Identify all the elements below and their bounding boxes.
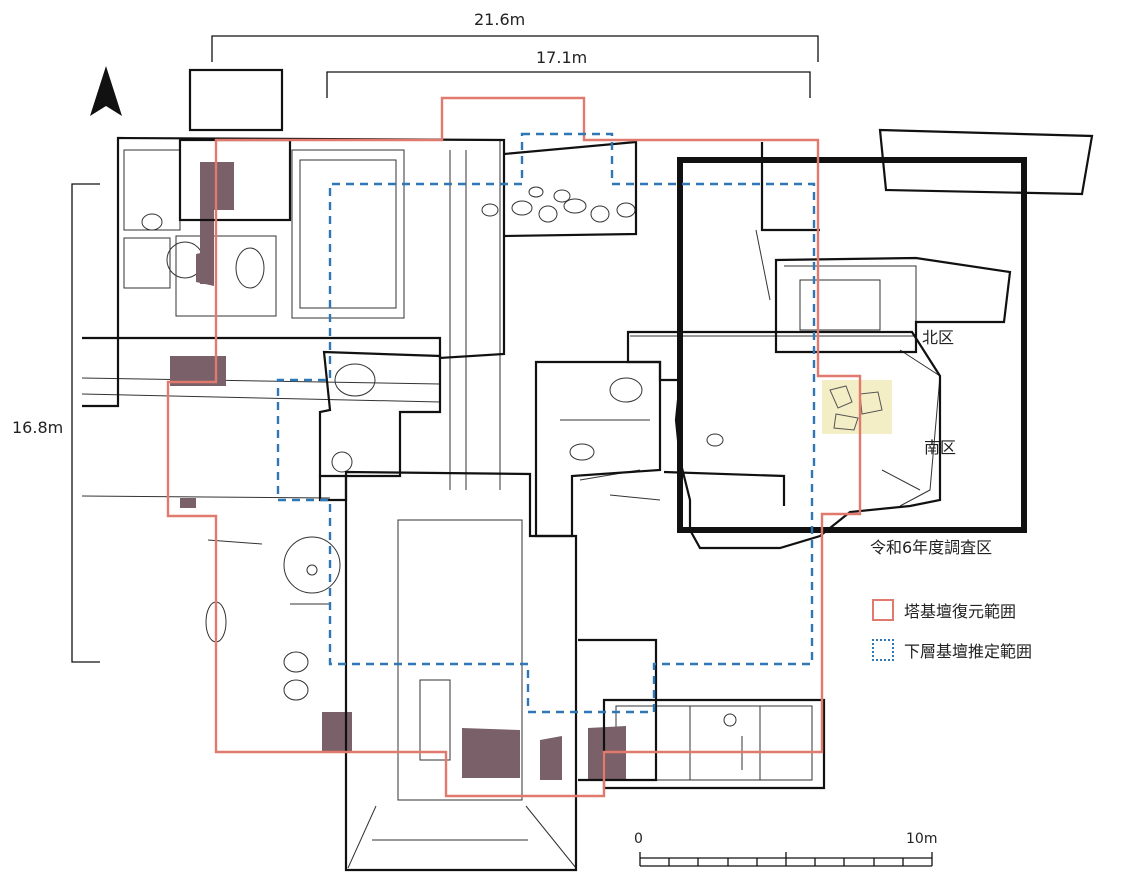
lower-platform-outline — [276, 132, 816, 714]
dimension-width-inner: 17.1m — [536, 48, 588, 67]
stone-cluster — [822, 380, 892, 434]
dimension-lines — [71, 35, 819, 663]
area-label-survey-2024: 令和6年度調査区 — [870, 538, 993, 557]
survey-outlines — [82, 68, 1094, 872]
dimension-height: 16.8m — [12, 418, 64, 437]
legend-swatch-solid — [872, 599, 894, 621]
scale-bar-end-label: 10m — [906, 831, 938, 847]
legend-item-reconstruction: 塔基壇復元範囲 — [872, 598, 1016, 622]
dimension-width-overall: 21.6m — [474, 10, 526, 29]
scale-bar — [639, 852, 933, 867]
reconstruction-outline — [166, 96, 862, 798]
scale-bar-start-label: 0 — [634, 831, 643, 847]
north-arrow-icon — [90, 66, 122, 116]
survey-area-2024-outline — [677, 157, 1027, 533]
legend-swatch-dotted — [872, 639, 894, 661]
legend-label: 下層基壇推定範囲 — [904, 642, 1033, 661]
legend-label: 塔基壇復元範囲 — [904, 602, 1017, 621]
legend-item-lower-platform: 下層基壇推定範囲 — [872, 638, 1032, 662]
area-label-south: 南区 — [924, 438, 957, 457]
area-label-north: 北区 — [922, 328, 955, 347]
